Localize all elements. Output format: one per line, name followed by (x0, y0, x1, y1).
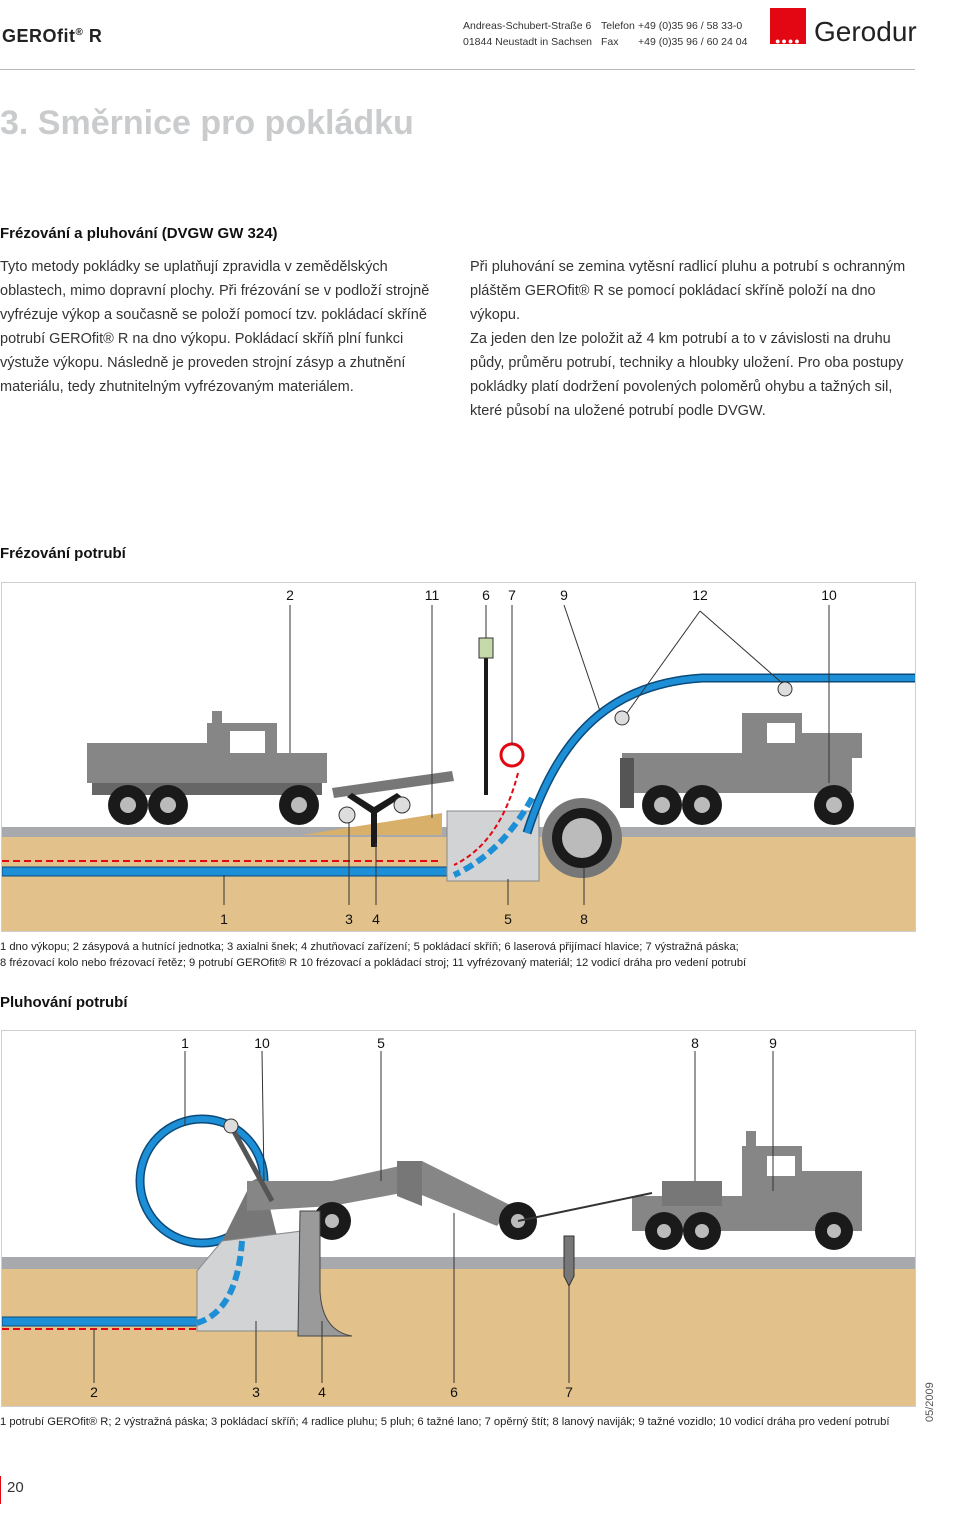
plowing-bottom-labels: 2 3 4 6 7 (90, 1384, 573, 1400)
towing-vehicle (632, 1131, 862, 1250)
compactor-marker (393, 796, 411, 814)
milling-label: 8 (580, 911, 588, 927)
milling-label: 5 (504, 911, 512, 927)
plowing-label: 10 (254, 1035, 270, 1051)
page-number-bar (0, 1476, 1, 1504)
plowing-diagram-svg: 1 10 5 8 9 2 3 4 6 7 (1, 1035, 915, 1406)
milling-label: 12 (692, 587, 708, 603)
plowing-label: 1 (181, 1035, 189, 1051)
milling-caption: 1 dno výkopu; 2 zásypová a hutnící jedno… (0, 939, 915, 971)
logo-dots: ●●●● (775, 36, 801, 46)
guide-roller (223, 1118, 239, 1134)
milling-label: 10 (821, 587, 837, 603)
phone-value: +49 (0)35 96 / 58 33-0 (638, 20, 743, 32)
issue-date: 05/2009 (924, 1382, 936, 1422)
compactor-stem (371, 809, 377, 847)
milling-caption-line2: 8 frézovací kolo nebo frézovací řetěz; 9… (0, 957, 747, 969)
milling-label: 3 (345, 911, 353, 927)
plowing-label: 6 (450, 1384, 458, 1400)
milling-leader-lines (223, 604, 830, 905)
plowing-label: 3 (252, 1384, 260, 1400)
plowing-label: 9 (769, 1035, 777, 1051)
laid-pipe (1, 866, 463, 877)
pipe-in-box (196, 1240, 245, 1326)
plowing-leader-lines (93, 1050, 774, 1383)
milling-label: 6 (482, 587, 490, 603)
fax-label: Fax (601, 36, 619, 48)
backfill-truck (87, 711, 327, 825)
guide-roller-1 (614, 710, 630, 726)
plowing-label: 2 (90, 1384, 98, 1400)
plowing-diagram: 1 10 5 8 9 2 3 4 6 7 (1, 1030, 916, 1407)
milling-heading: Frézování potrubí (0, 545, 126, 562)
plow-share (297, 1210, 353, 1337)
contact-values: +49 (0)35 96 / 58 33-0 +49 (0)35 96 / 60… (638, 18, 747, 50)
section-heading: Frézování a pluhování (DVGW GW 324) (0, 225, 278, 242)
tow-cable (517, 1192, 653, 1222)
ground-surface (2, 1257, 915, 1269)
milling-label: 11 (425, 587, 440, 603)
guide-roller-2 (777, 681, 793, 697)
plowing-heading: Pluhování potrubí (0, 994, 128, 1011)
laser-receiver (478, 637, 494, 659)
compaction-device (347, 793, 402, 815)
milling-top-labels: 2 11 6 7 9 12 10 (286, 587, 837, 603)
address-line1: Andreas-Schubert-Straße 6 (463, 20, 592, 32)
laser-mast (484, 655, 488, 795)
right-paragraphs: Při pluhování se zemina vytěsní radlicí … (470, 255, 915, 423)
guide-arm (228, 1124, 275, 1203)
address-line2: 01844 Neustadt in Sachsen (463, 36, 593, 48)
left-paragraph: Tyto metody pokládky se uplatňují zpravi… (0, 259, 430, 395)
milling-diagram: 2 11 6 7 9 12 10 1 3 4 5 8 (1, 582, 916, 932)
milling-label: 7 (508, 587, 516, 603)
header-divider (0, 69, 915, 70)
milling-wheel-hub (562, 818, 602, 858)
milling-diagram-svg: 2 11 6 7 9 12 10 1 3 4 5 8 (1, 587, 915, 931)
milling-label: 2 (286, 587, 294, 603)
right-paragraph-2: Za jeden den lze položit až 4 km potrubí… (470, 331, 904, 419)
milling-label: 9 (560, 587, 568, 603)
plowing-label: 8 (691, 1035, 699, 1051)
plowing-label: 7 (565, 1384, 573, 1400)
right-paragraph-1: Při pluhování se zemina vytěsní radlicí … (470, 259, 906, 323)
cable-winch (662, 1181, 722, 1206)
pipe-gerofit (524, 675, 915, 834)
logo-red-square (770, 8, 806, 44)
soil-layer (2, 1267, 915, 1406)
axial-screw-marker (338, 806, 356, 824)
plowing-label: 5 (377, 1035, 385, 1051)
warning-tape-in-box (453, 772, 519, 866)
plowing-caption: 1 potrubí GEROfit® R; 2 výstražná páska;… (0, 1416, 890, 1428)
page-number: 20 (7, 1479, 24, 1496)
support-shield (563, 1235, 575, 1288)
milling-caption-line1: 1 dno výkopu; 2 zásypová a hutnící jedno… (0, 941, 739, 953)
phone-label: Telefon (601, 20, 635, 32)
backfill-conveyor (332, 771, 454, 798)
contact-labels: Telefon Fax (601, 18, 635, 50)
plowing-label: 4 (318, 1384, 326, 1400)
logo-text: Gerodur (814, 16, 917, 47)
page-title: 3. Směrnice pro pokládku (0, 104, 414, 142)
plowing-top-labels: 1 10 5 8 9 (181, 1035, 777, 1051)
milling-label: 1 (220, 911, 228, 927)
brand-name: GEROfit® R (2, 26, 103, 46)
warning-tape-reel (499, 742, 525, 768)
fax-value: +49 (0)35 96 / 60 24 04 (638, 36, 748, 48)
milling-label: 4 (372, 911, 380, 927)
company-address: Andreas-Schubert-Straße 6 01844 Neustadt… (463, 18, 592, 50)
milling-bottom-labels: 1 3 4 5 8 (220, 911, 588, 927)
